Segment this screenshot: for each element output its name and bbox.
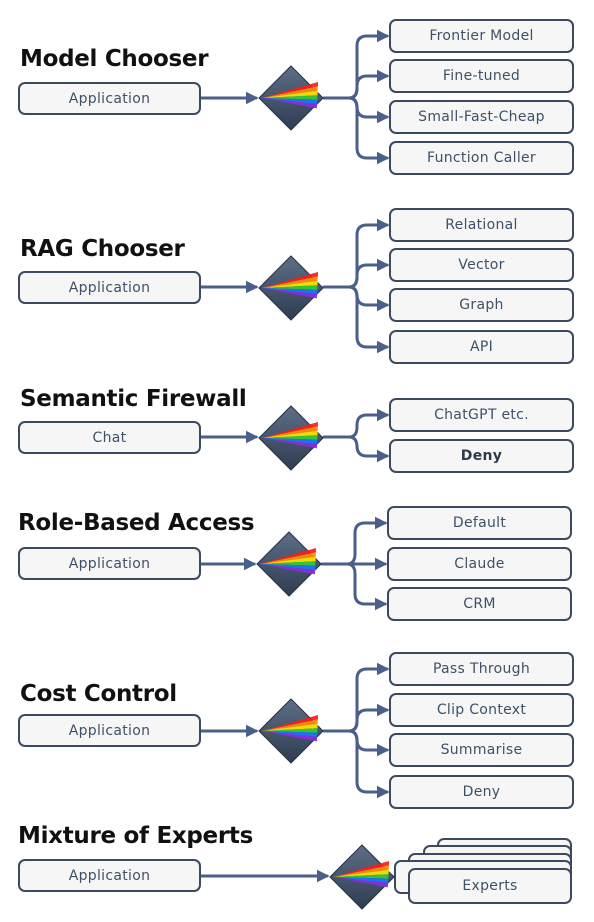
input-box-model-chooser: Application	[18, 82, 201, 115]
input-box-semantic-firewall: Chat	[18, 421, 201, 454]
input-box-mixture-of-experts: Application	[18, 859, 201, 892]
output-box-api: API	[389, 330, 574, 364]
output-box-crm: CRM	[387, 587, 572, 621]
input-box-role-based-access: Application	[18, 547, 201, 580]
prism-router-icon	[258, 698, 324, 764]
section-title-rag-chooser: RAG Chooser	[20, 236, 185, 262]
section-title-semantic-firewall: Semantic Firewall	[20, 386, 247, 412]
prism-router-icon	[258, 255, 324, 321]
output-box-function-caller: Function Caller	[389, 141, 574, 175]
output-box-graph: Graph	[389, 288, 574, 322]
output-box-pass-through: Pass Through	[389, 652, 574, 686]
prism-router-icon	[256, 531, 322, 597]
section-title-mixture-of-experts: Mixture of Experts	[18, 823, 253, 849]
prism-router-icon	[258, 65, 324, 131]
input-box-cost-control: Application	[18, 714, 201, 747]
input-box-rag-chooser: Application	[18, 271, 201, 304]
output-box-clip-context: Clip Context	[389, 693, 574, 727]
output-box-summarise: Summarise	[389, 733, 574, 767]
output-box-chatgpt: ChatGPT etc.	[389, 398, 574, 432]
output-box-relational: Relational	[389, 208, 574, 242]
prism-router-icon	[258, 405, 324, 471]
output-box-fine-tuned: Fine-tuned	[389, 59, 574, 93]
output-box-deny-cost: Deny	[389, 775, 574, 809]
prism-router-icon	[329, 844, 395, 910]
output-box-frontier-model: Frontier Model	[389, 19, 574, 53]
output-box-default: Default	[387, 506, 572, 540]
section-title-role-based-access: Role-Based Access	[18, 510, 255, 536]
output-box-vector: Vector	[389, 248, 574, 282]
output-box-deny: Deny	[389, 439, 574, 473]
output-box-experts: Experts	[408, 868, 572, 904]
output-box-small-fast-cheap: Small-Fast-Cheap	[389, 100, 574, 134]
section-title-cost-control: Cost Control	[20, 681, 177, 707]
section-title-model-chooser: Model Chooser	[20, 46, 209, 72]
output-box-claude: Claude	[387, 547, 572, 581]
